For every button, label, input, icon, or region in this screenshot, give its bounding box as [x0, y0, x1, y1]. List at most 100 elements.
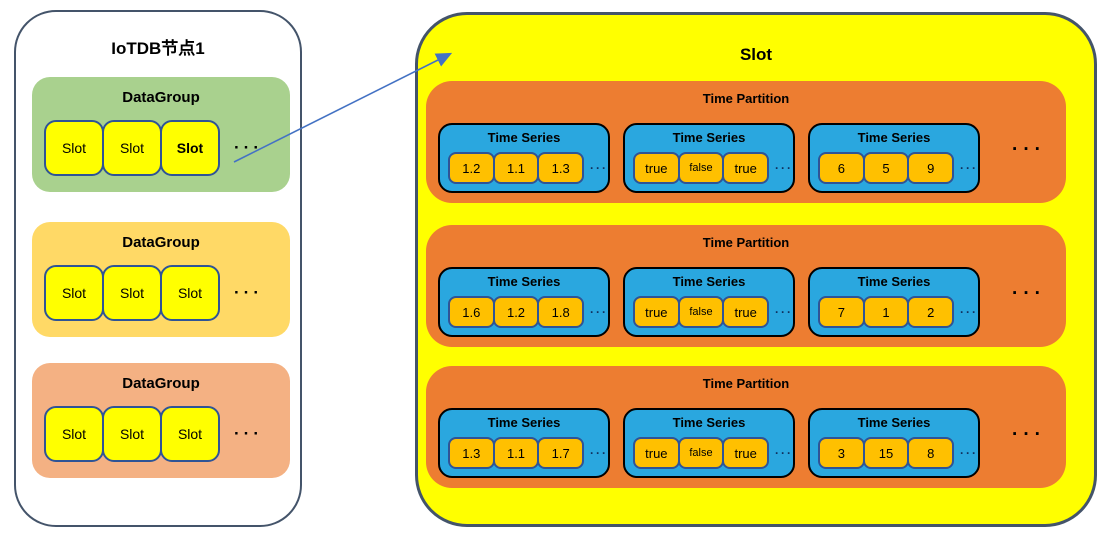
value-cell: 1.3	[448, 437, 495, 469]
time-partition-3: Time Partition Time Series 1.3 1.1 1.7 ·…	[426, 366, 1066, 488]
time-partition-1: Time Partition Time Series 1.2 1.1 1.3 ·…	[426, 81, 1066, 203]
time-series-strip: Time Series 1.2 1.1 1.3 ··· Time Series …	[438, 123, 993, 193]
slot-box: Slot	[160, 406, 220, 462]
value-cell: false	[677, 296, 725, 328]
value-cell-row: true false true ···	[633, 296, 793, 328]
value-cell-row: true false true ···	[633, 437, 793, 469]
value-cell: 9	[907, 152, 955, 184]
slot-box: Slot	[44, 406, 104, 462]
value-cell: true	[722, 296, 770, 328]
time-series-title: Time Series	[672, 274, 746, 289]
time-series-box: Time Series true false true ···	[623, 267, 795, 337]
time-series-title: Time Series	[487, 415, 561, 430]
value-cell: true	[633, 437, 680, 469]
value-cell: false	[677, 437, 725, 469]
slot-box: Slot	[44, 265, 104, 321]
time-series-box: Time Series 3 15 8 ···	[808, 408, 980, 478]
slot-box: Slot	[160, 265, 220, 321]
time-series-title: Time Series	[487, 274, 561, 289]
ellipsis: ···	[960, 305, 979, 319]
ellipsis: ···	[590, 446, 609, 460]
value-cell: true	[633, 296, 680, 328]
value-cell: 7	[818, 296, 865, 328]
value-cell: 1.2	[492, 296, 540, 328]
time-partition-2: Time Partition Time Series 1.6 1.2 1.8 ·…	[426, 225, 1066, 347]
ellipsis: ···	[775, 446, 794, 460]
value-cell: 8	[907, 437, 955, 469]
value-cell: 1.2	[448, 152, 495, 184]
iotdb-node-title: IoTDB节点1	[111, 39, 205, 58]
iotdb-node-panel: IoTDB节点1 DataGroup Slot Slot Slot ··· Da…	[14, 10, 302, 527]
value-cell: 5	[862, 152, 910, 184]
datagroup-3: DataGroup Slot Slot Slot ···	[32, 363, 290, 478]
ellipsis: ···	[775, 161, 794, 175]
value-cell-row: 7 1 2 ···	[818, 296, 978, 328]
value-cell: 1	[862, 296, 910, 328]
slot-box: Slot	[102, 265, 162, 321]
value-cell: 2	[907, 296, 955, 328]
time-series-title: Time Series	[487, 130, 561, 145]
time-series-box: Time Series 6 5 9 ···	[808, 123, 980, 193]
value-cell: 1.6	[448, 296, 495, 328]
ellipsis: ···	[1012, 283, 1046, 304]
datagroup-title: DataGroup	[122, 89, 200, 106]
datagroup-title: DataGroup	[122, 375, 200, 392]
value-cell: 1.3	[537, 152, 585, 184]
slot-box-highlighted: Slot	[160, 120, 220, 176]
time-series-title: Time Series	[857, 415, 931, 430]
ellipsis: ···	[960, 161, 979, 175]
value-cell-row: 1.3 1.1 1.7 ···	[448, 437, 608, 469]
ellipsis: ···	[234, 424, 263, 443]
value-cell: 1.1	[492, 437, 540, 469]
time-series-box: Time Series true false true ···	[623, 408, 795, 478]
time-series-box: Time Series 1.2 1.1 1.3 ···	[438, 123, 610, 193]
value-cell: 6	[818, 152, 865, 184]
ellipsis: ···	[590, 161, 609, 175]
value-cell: 1.8	[537, 296, 585, 328]
slot-detail-panel: Slot Time Partition Time Series 1.2 1.1 …	[415, 12, 1097, 527]
time-series-box: Time Series 1.3 1.1 1.7 ···	[438, 408, 610, 478]
value-cell-row: 3 15 8 ···	[818, 437, 978, 469]
datagroup-title: DataGroup	[122, 234, 200, 251]
value-cell-row: true false true ···	[633, 152, 793, 184]
value-cell: 1.7	[537, 437, 585, 469]
value-cell-row: 6 5 9 ···	[818, 152, 978, 184]
slot-row: Slot Slot Slot ···	[44, 406, 263, 462]
time-series-title: Time Series	[672, 130, 746, 145]
time-series-strip: Time Series 1.3 1.1 1.7 ··· Time Series …	[438, 408, 993, 478]
datagroup-2: DataGroup Slot Slot Slot ···	[32, 222, 290, 337]
slot-row: Slot Slot Slot ···	[44, 120, 263, 176]
time-series-box: Time Series true false true ···	[623, 123, 795, 193]
ellipsis: ···	[590, 305, 609, 319]
time-series-title: Time Series	[857, 130, 931, 145]
slot-box: Slot	[44, 120, 104, 176]
value-cell: false	[677, 152, 725, 184]
ellipsis: ···	[234, 283, 263, 302]
value-cell-row: 1.2 1.1 1.3 ···	[448, 152, 608, 184]
slot-row: Slot Slot Slot ···	[44, 265, 263, 321]
value-cell: true	[722, 437, 770, 469]
slot-box: Slot	[102, 406, 162, 462]
value-cell: 1.1	[492, 152, 540, 184]
time-series-box: Time Series 7 1 2 ···	[808, 267, 980, 337]
slot-box: Slot	[102, 120, 162, 176]
slot-detail-title: Slot	[739, 45, 773, 64]
value-cell: true	[633, 152, 680, 184]
time-series-strip: Time Series 1.6 1.2 1.8 ··· Time Series …	[438, 267, 993, 337]
time-series-title: Time Series	[672, 415, 746, 430]
time-series-title: Time Series	[857, 274, 931, 289]
time-partition-title: Time Partition	[702, 376, 790, 391]
ellipsis: ···	[1012, 424, 1046, 445]
datagroup-1: DataGroup Slot Slot Slot ···	[32, 77, 290, 192]
time-partition-title: Time Partition	[702, 91, 790, 106]
ellipsis: ···	[234, 138, 263, 157]
value-cell: true	[722, 152, 770, 184]
value-cell: 15	[862, 437, 910, 469]
ellipsis: ···	[960, 446, 979, 460]
value-cell: 3	[818, 437, 865, 469]
time-partition-title: Time Partition	[702, 235, 790, 250]
value-cell-row: 1.6 1.2 1.8 ···	[448, 296, 608, 328]
ellipsis: ···	[775, 305, 794, 319]
time-series-box: Time Series 1.6 1.2 1.8 ···	[438, 267, 610, 337]
